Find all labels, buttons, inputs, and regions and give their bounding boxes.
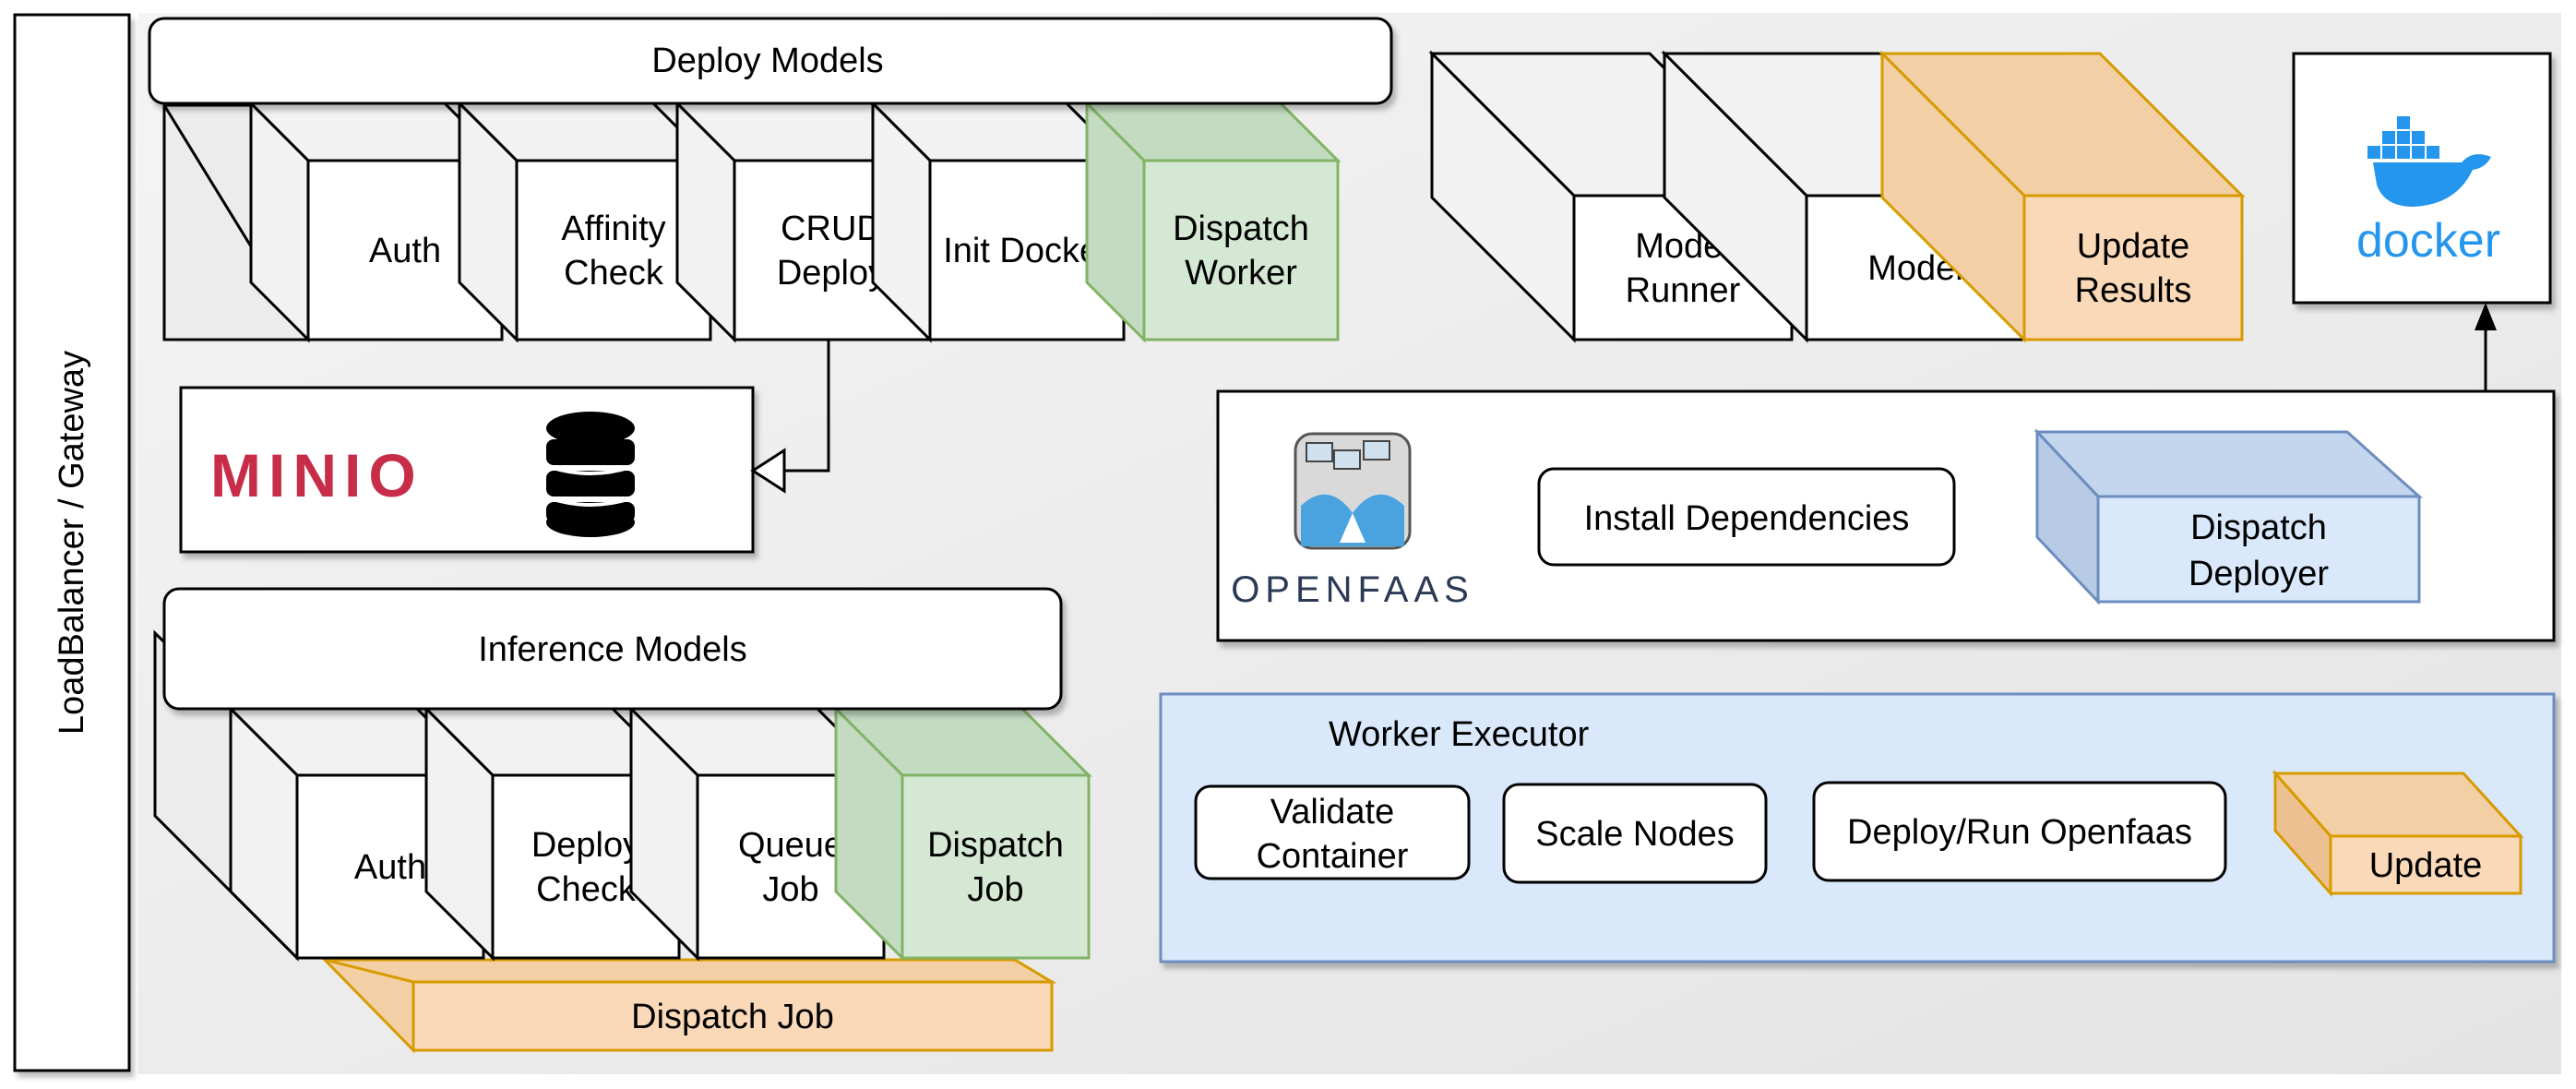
deploy-run-openfaas-box: Deploy/Run Openfaas — [1812, 781, 2227, 882]
openfaas-panel: OPENFAAS Install Dependencies Dispatch D… — [1216, 389, 2556, 642]
deploy-models-title: Deploy Models — [651, 42, 883, 80]
openfaas-logo-text: OPENFAAS — [1231, 569, 1474, 610]
deploy-step-1-label: Auth — [369, 232, 441, 270]
worker-executor-title: Worker Executor — [1329, 715, 1590, 754]
docker-logo-text: docker — [2356, 214, 2500, 268]
validate-container-box: Validate Container — [1194, 784, 1471, 880]
deploy-step-2-label: Check — [564, 254, 664, 293]
inference-models-title: Inference Models — [478, 630, 747, 669]
install-dependencies-box: Install Dependencies — [1537, 467, 1956, 567]
gateway-bar: LoadBalancer / Gateway — [13, 13, 131, 1072]
storage-box: MINIO — [179, 386, 755, 554]
update-label: Update — [2369, 846, 2483, 885]
inference-step-1-label: Auth — [354, 848, 426, 887]
scale-nodes-box: Scale Nodes — [1502, 783, 1768, 884]
dispatch-job-bar: Dispatch Job — [321, 958, 1057, 1054]
database-icon — [546, 412, 635, 537]
scale-nodes-label: Scale Nodes — [1535, 815, 1734, 854]
docker-box: docker — [2292, 52, 2552, 305]
inference-step-4-label: Job — [967, 870, 1023, 909]
dispatch-job-bar-label: Dispatch Job — [631, 998, 834, 1036]
update-box: Update — [2272, 770, 2524, 897]
worker-executor-panel: Worker Executor Validate Container Scale… — [1159, 692, 2556, 963]
install-dependencies-label: Install Dependencies — [1584, 499, 1910, 538]
inference-step-4-label: Dispatch — [927, 826, 1064, 865]
inference-models-section: Dispatch Job AuthDeployCheckQueueJobDisp… — [153, 587, 1092, 1054]
openfaas-whale-icon — [1294, 432, 1412, 550]
deploy-step-5-label: Worker — [1185, 254, 1297, 293]
deploy-step-5-label: Dispatch — [1173, 209, 1309, 248]
dispatch-deployer-line1: Dispatch — [2190, 509, 2327, 547]
deploy-run-openfaas-label: Deploy/Run Openfaas — [1847, 813, 2192, 852]
openfaas-to-docker-arrow — [2475, 303, 2497, 391]
runner-step-3-label: Update — [2077, 227, 2190, 266]
dispatch-deployer-box: Dispatch Deployer — [2033, 428, 2423, 605]
inference-step-2-label: Deploy — [531, 826, 640, 865]
deploy-models-title-box: Deploy Models — [148, 17, 1393, 105]
inference-step-3-label: Job — [762, 870, 818, 909]
deploy-step-2-label: Affinity — [561, 209, 665, 248]
deploy-step-1: Auth — [247, 100, 506, 343]
runner-step-1-label: Runner — [1626, 271, 1741, 310]
validate-container-line1: Validate — [1270, 793, 1395, 832]
validate-container-line2: Container — [1257, 837, 1409, 876]
gateway-label: LoadBalancer / Gateway — [53, 351, 91, 735]
docker-whale-icon — [2367, 116, 2491, 207]
crud-to-storage-connector — [750, 340, 830, 494]
deploy-step-4-label: Init Docker — [943, 232, 1111, 270]
dispatch-deployer-line2: Deployer — [2188, 555, 2329, 593]
deploy-step-3-label: CRUD — [781, 209, 882, 248]
inference-step-3-label: Queue — [738, 826, 843, 865]
runner-step-3-label: Results — [2075, 271, 2192, 310]
deploy-step-3-label: Deploy — [777, 254, 886, 293]
inference-step-2-label: Check — [536, 870, 637, 909]
minio-logo: MINIO — [210, 441, 423, 509]
inference-models-title-box: Inference Models — [162, 587, 1063, 711]
